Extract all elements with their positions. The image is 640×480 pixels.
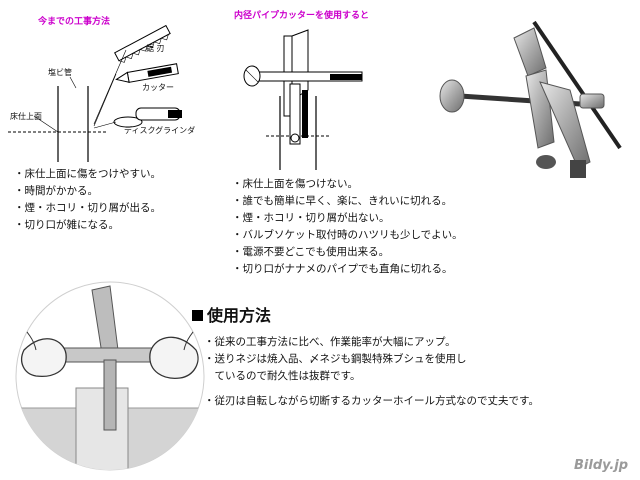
new-method-title: 内径パイプカッターを使用すると bbox=[234, 11, 370, 21]
square-bullet-icon bbox=[192, 310, 203, 321]
new-point: 煙・ホコリ・切り屑が出ない。 bbox=[232, 210, 463, 227]
new-point: 切り口がナナメのパイプでも直角に切れる。 bbox=[232, 261, 463, 278]
new-point: 床仕上面を傷つけない。 bbox=[232, 176, 463, 193]
pipe-cutter-diagram bbox=[243, 29, 363, 170]
old-method-points: 床仕上面に傷をつけやすい。 時間がかかる。 煙・ホコリ・切り屑が出る。 切り口が… bbox=[14, 166, 162, 234]
new-point: バルブソケット取付時のハツリも少しでよい。 bbox=[232, 227, 463, 244]
cutter-label: カッター bbox=[142, 83, 174, 92]
usage-heading-text: 使用方法 bbox=[207, 306, 272, 325]
old-point: 時間がかかる。 bbox=[14, 183, 161, 200]
usage-photo bbox=[15, 281, 205, 471]
usage-points: ・従来の工事方法に比べ、作業能率が大幅にアップ。 ・送りネジは焼入品、〆ネジも鋼… bbox=[204, 334, 539, 410]
old-point: 切り口が雑になる。 bbox=[14, 217, 161, 234]
saw-blade-label: 鋸 刃 bbox=[146, 44, 165, 53]
pipe-cutter-photo bbox=[439, 20, 622, 178]
old-method-title: 今までの工事方法 bbox=[38, 17, 111, 27]
floor-surface-label: 床仕上面 bbox=[10, 112, 42, 121]
grinder-label: ディスクグラインダ bbox=[124, 126, 196, 135]
new-point: 誰でも簡単に早く、楽に、きれいに切れる。 bbox=[232, 193, 463, 210]
usage-heading: 使用方法 bbox=[192, 302, 271, 326]
brand-logo: Bildy.jp bbox=[574, 458, 629, 473]
usage-point: ・送りネジは焼入品、〆ネジも鋼製特殊ブシュを使用し bbox=[204, 353, 467, 365]
old-point: 床仕上面に傷をつけやすい。 bbox=[14, 166, 162, 183]
new-point: 電源不要どこでも使用出来る。 bbox=[232, 244, 463, 261]
pipe-label: 塩ビ管 bbox=[48, 68, 72, 77]
old-point: 煙・ホコリ・切り屑が出る。 bbox=[14, 200, 162, 217]
new-method-points: 床仕上面を傷つけない。 誰でも簡単に早く、楽に、きれいに切れる。 煙・ホコリ・切… bbox=[232, 176, 463, 278]
old-method-illustration bbox=[8, 24, 182, 162]
usage-point: ・従来の工事方法に比べ、作業能率が大幅にアップ。 bbox=[204, 336, 456, 348]
usage-point: ているので耐久性は抜群です。 bbox=[204, 370, 361, 382]
usage-point: ・従刃は自転しながら切断するカッターホイール方式なので丈夫です。 bbox=[204, 395, 539, 407]
